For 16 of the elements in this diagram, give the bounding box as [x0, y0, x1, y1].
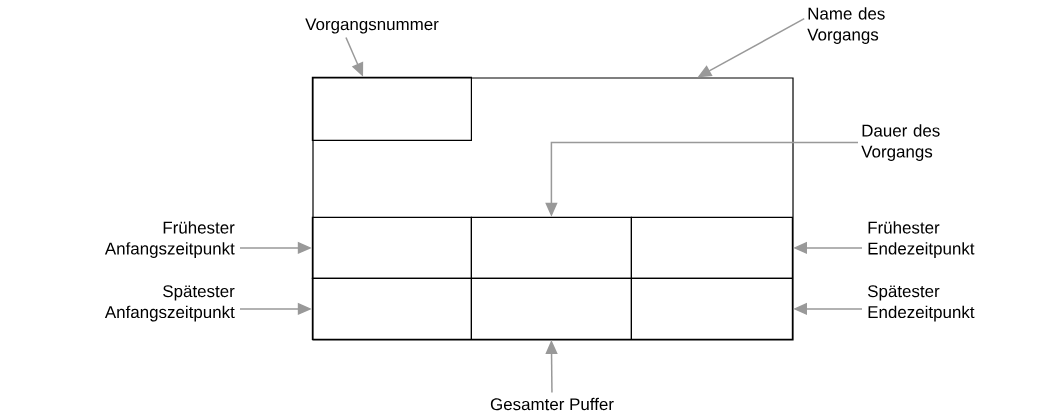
- annotation-label: Frühester Endezeitpunkt: [868, 221, 975, 258]
- activity-box: [312, 77, 794, 341]
- table-cell: [630, 216, 793, 279]
- annotation-label: Name des Vorgangs: [807, 7, 885, 44]
- table-cell: [311, 216, 472, 279]
- table-cell: [470, 216, 632, 279]
- annotation-label: Spätester Anfangszeitpunkt: [104, 285, 235, 322]
- annotation-label: Frühester Anfangszeitpunkt: [104, 221, 235, 258]
- table-cell: [470, 277, 632, 340]
- table-cell: [311, 76, 472, 141]
- annotation-label: Vorgangsnummer: [305, 18, 439, 34]
- table-cell: [630, 277, 793, 340]
- annotation-label: Dauer des Vorgangs: [861, 124, 940, 161]
- annotation-label: Spätester Endezeitpunkt: [867, 285, 975, 322]
- annotation-label: Gesamter Puffer: [490, 397, 614, 411]
- table-cell: [311, 277, 472, 340]
